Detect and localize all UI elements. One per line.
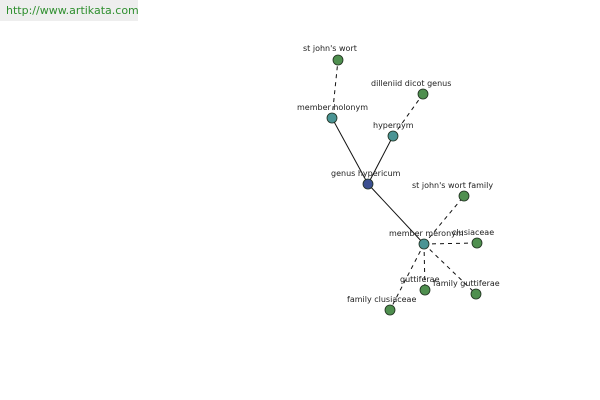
- graph-node-clusiaceae[interactable]: clusiaceae: [452, 228, 494, 249]
- graph-node-genus-hypericum[interactable]: genus hypericum: [331, 169, 401, 190]
- node-label-family-clusiaceae: family clusiaceae: [347, 295, 416, 304]
- node-label-st-johns-wort: st john's wort: [303, 44, 357, 53]
- node-dot-dilleniid-dicot-genus[interactable]: [417, 88, 429, 100]
- graph-node-guttiferae[interactable]: guttiferae: [400, 275, 440, 296]
- node-dot-family-clusiaceae[interactable]: [384, 304, 396, 316]
- edge-genus-hypericum-to-member-holonym: [331, 117, 369, 185]
- node-label-genus-hypericum: genus hypericum: [331, 169, 401, 178]
- node-dot-family-guttiferae[interactable]: [470, 288, 482, 300]
- edge-genus-hypericum-to-hypernym: [367, 135, 394, 185]
- node-dot-hypernym[interactable]: [387, 130, 399, 142]
- edge-member-meronym-to-clusiaceae: [423, 242, 478, 245]
- node-label-hypernym: hypernym: [373, 121, 414, 130]
- node-label-member-meronym: member meronym: [389, 229, 464, 238]
- graph-node-hypernym[interactable]: hypernym: [373, 121, 414, 142]
- graph-node-st-johns-wort-family[interactable]: st john's wort family: [412, 181, 493, 202]
- edge-hypernym-to-dilleniid-dicot-genus: [392, 93, 424, 137]
- node-dot-st-johns-wort-family[interactable]: [458, 190, 470, 202]
- edge-member-meronym-to-st-johns-wort-family: [423, 195, 465, 245]
- node-dot-st-johns-wort[interactable]: [332, 54, 344, 66]
- graph-node-family-guttiferae[interactable]: family guttiferae: [433, 279, 500, 300]
- node-label-dilleniid-dicot-genus: dilleniid dicot genus: [371, 79, 451, 88]
- edge-member-holonym-to-st-johns-wort: [331, 59, 339, 119]
- graph-node-member-meronym[interactable]: member meronym: [389, 229, 464, 250]
- graph-node-st-johns-wort[interactable]: st john's wort: [303, 44, 357, 66]
- graph-node-family-clusiaceae[interactable]: family clusiaceae: [347, 295, 416, 316]
- edges-layer: [331, 59, 478, 311]
- node-label-st-johns-wort-family: st john's wort family: [412, 181, 493, 190]
- node-label-family-guttiferae: family guttiferae: [433, 279, 500, 288]
- node-dot-member-meronym[interactable]: [418, 238, 430, 250]
- node-label-member-holonym: member holonym: [297, 103, 368, 112]
- node-dot-guttiferae[interactable]: [419, 284, 431, 296]
- graph-node-dilleniid-dicot-genus[interactable]: dilleniid dicot genus: [371, 79, 451, 100]
- node-dot-clusiaceae[interactable]: [471, 237, 483, 249]
- node-label-clusiaceae: clusiaceae: [452, 228, 494, 237]
- site-url-link[interactable]: http://www.artikata.com: [6, 4, 139, 17]
- edge-genus-hypericum-to-member-meronym: [367, 183, 425, 245]
- node-label-guttiferae: guttiferae: [400, 275, 440, 284]
- url-bar: http://www.artikata.com: [0, 0, 139, 21]
- node-dot-member-holonym[interactable]: [326, 112, 338, 124]
- nodes-layer: genus hypericum member holonym hypernym mem…: [297, 44, 500, 316]
- graph-node-member-holonym[interactable]: member holonym: [297, 103, 368, 124]
- node-dot-genus-hypericum[interactable]: [362, 178, 374, 190]
